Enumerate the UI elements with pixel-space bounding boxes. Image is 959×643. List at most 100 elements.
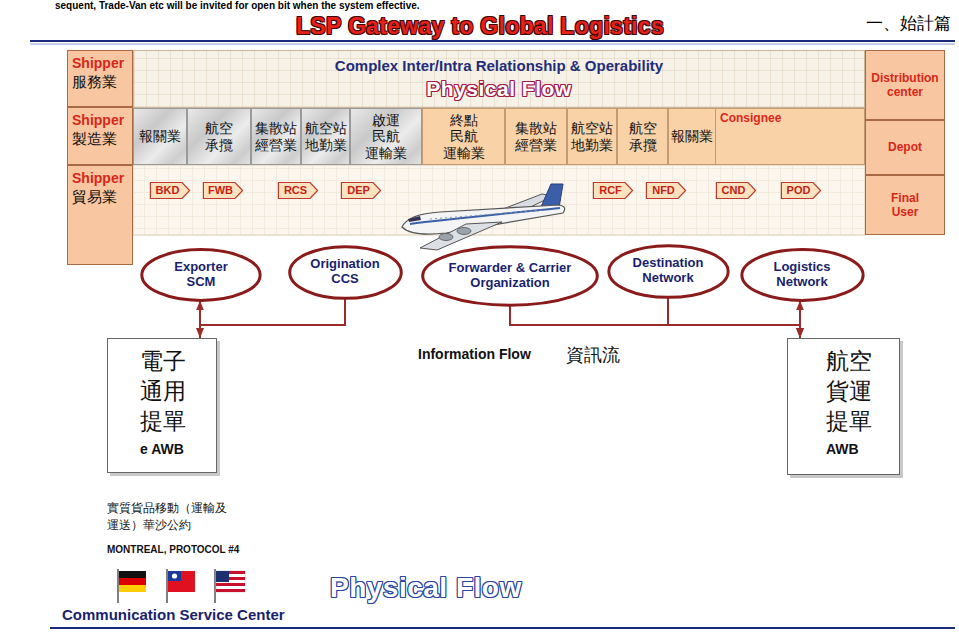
agent-cell: 航空 承攬	[187, 108, 251, 165]
shipper-label: Shipper	[72, 55, 124, 72]
receiver-box: Depot	[865, 120, 945, 175]
ellipse-shape	[608, 245, 727, 297]
title-rule-part	[30, 40, 955, 42]
flow-label: Information Flow	[418, 346, 531, 362]
message-code: BKD	[156, 185, 180, 196]
info-connector	[200, 298, 345, 338]
convention-note: 實質貨品移動（運輸及 運送）華沙公約	[107, 500, 235, 535]
flow-band: Complex Inter/Intra Relationship & Opera…	[133, 50, 865, 108]
flags-part	[214, 569, 216, 603]
airplane-part	[410, 208, 560, 224]
agent-label: 報關業	[139, 128, 181, 144]
arrow-shape	[203, 183, 242, 199]
airplane-part	[457, 228, 471, 235]
consignee-label: Consignee	[720, 111, 781, 125]
message-arrow: BKD	[150, 182, 190, 199]
agent-cell: 航空 承攬	[617, 108, 668, 165]
agent-label: 集散站 經營業	[254, 120, 298, 152]
waybill-label: 航空 貨運 提單	[826, 347, 879, 437]
network-label: Origination CCS	[301, 257, 389, 287]
receiver-label: Distribution center	[869, 71, 941, 100]
network-label: Logistics Network	[762, 260, 842, 290]
bottom-rule-part	[50, 627, 955, 629]
agent-label: 報關業	[671, 128, 713, 144]
message-code: NFD	[652, 185, 675, 196]
flags-part	[216, 589, 245, 592]
network-ellipse: Forwarder & Carrier Organization	[420, 245, 600, 307]
ellipse-shape	[142, 250, 260, 301]
shipper-box: Shipper製造業	[67, 107, 133, 165]
flags-part	[117, 569, 119, 603]
network-ellipse: Origination CCS	[288, 245, 403, 300]
grid-ground-part	[133, 165, 865, 235]
agent-cell: 終點 民航 運輸業	[422, 108, 505, 165]
receiver-label: Final User	[882, 191, 928, 220]
ellipse-shape	[423, 247, 598, 305]
waybill-label: 電子 通用 提單	[140, 347, 193, 437]
network-label: Exporter SCM	[161, 260, 241, 290]
flags-part	[216, 583, 245, 586]
message-code: RCS	[284, 185, 307, 196]
shipper-label: 服務業	[72, 72, 117, 92]
arrow-shape	[646, 183, 685, 199]
flags-part	[216, 571, 245, 592]
agent-label: 航空站 地勤業	[570, 120, 614, 152]
flags-part	[166, 569, 168, 603]
title-rule-part	[30, 44, 955, 45]
agent-label: 航空 承攬	[620, 120, 665, 152]
chapter-label: 一、始計篇	[866, 12, 951, 35]
agent-label: 航空站 地勤業	[304, 120, 347, 152]
message-arrow: NFD	[646, 182, 686, 199]
waybill-document: 航空 貨運 提單 AWB	[787, 338, 900, 475]
message-arrow: CND	[716, 182, 756, 199]
bottom-rule	[50, 628, 955, 629]
agent-cell: 集散站 經營業	[251, 108, 301, 165]
network-ellipse: Logistics Network	[740, 248, 865, 302]
shipper-label: 製造業	[72, 129, 117, 149]
flags	[118, 569, 245, 603]
agent-cell: 集散站 經營業	[505, 108, 567, 165]
message-code: DEP	[347, 185, 370, 196]
agent-cell: 啟運 民航 運輸業	[350, 108, 422, 165]
shipper-box: Shipper貿易業	[67, 165, 133, 265]
flow-label: 資訊流	[566, 343, 620, 367]
airplane	[402, 184, 565, 250]
airplane-part	[408, 216, 421, 222]
info-connector	[799, 300, 801, 338]
network-label: Destination Network	[622, 256, 714, 286]
network-label: Forwarder & Carrier Organization	[440, 261, 580, 291]
flags-part	[119, 571, 146, 578]
arrow-shape	[593, 183, 632, 199]
agent-label: 終點 民航 運輸業	[440, 112, 488, 160]
arrow-shape	[341, 183, 380, 199]
agent-label: 集散站 經營業	[512, 120, 560, 152]
flags-part	[216, 571, 229, 582]
note-text: sequent, Trade-Van etc will be invited f…	[55, 0, 420, 11]
airplane-part	[430, 210, 545, 219]
agent-label: 啟運 民航 運輸業	[362, 112, 410, 160]
airplane-part	[439, 234, 453, 241]
agent-cell: 報關業	[668, 108, 716, 165]
waybill-label: AWB	[826, 441, 859, 457]
band-heading: Physical Flow	[426, 76, 571, 101]
diagram-title: LSP Gateway to Global Logistics	[290, 13, 670, 40]
shipper-box: Shipper服務業	[67, 50, 133, 107]
shipper-label: Shipper	[72, 112, 124, 129]
airplane-part	[420, 222, 502, 250]
grid-ground-part	[133, 165, 865, 235]
network-ellipse: Exporter SCM	[140, 248, 262, 302]
message-code: CND	[722, 185, 746, 196]
flags-part	[172, 573, 177, 578]
info-connector	[510, 305, 800, 338]
ellipse-shape	[289, 246, 401, 298]
ellipse-shape	[741, 250, 862, 301]
waybill-document: 電子 通用 提單e AWB	[107, 338, 217, 473]
agent-cell: 航空站 地勤業	[301, 108, 350, 165]
message-arrow: POD	[781, 182, 821, 199]
agent-label: 航空 承攬	[195, 120, 243, 152]
message-code: POD	[787, 185, 811, 196]
grid-ground	[133, 165, 865, 235]
arrow-shape	[278, 183, 317, 199]
message-code: RCF	[599, 185, 622, 196]
